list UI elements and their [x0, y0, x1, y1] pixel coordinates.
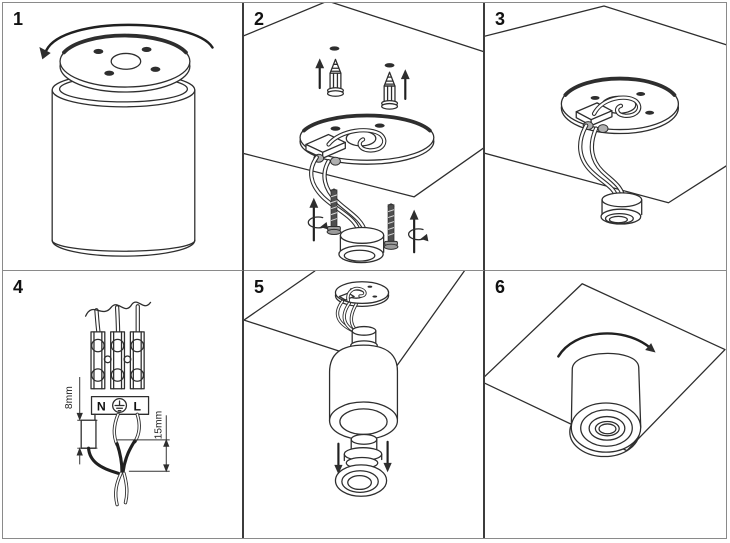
step-2-illustration [244, 3, 483, 264]
mounting-screw-right [383, 203, 399, 250]
step-number-1: 1 [13, 9, 24, 29]
mounting-plate [334, 281, 390, 307]
neutral-label: N [97, 399, 106, 413]
earth-ground-icon [112, 397, 128, 413]
dimension-15mm: 15mm [153, 411, 164, 440]
strip-length-dimension-15mm: 15mm [117, 411, 170, 473]
step-4-illustration: N L 8mm [64, 301, 170, 507]
step-1-illustration [39, 23, 214, 257]
terminal-strips [90, 331, 145, 390]
step-number-2: 2 [254, 9, 265, 29]
anchor-insert-up-arrow-icon [400, 69, 410, 101]
step-3-illustration [485, 5, 726, 225]
ceiling-panel [244, 271, 465, 370]
step-panel-2: 2 [244, 3, 485, 271]
bulb-insert-down-arrow-icon [334, 442, 343, 475]
wire-loop [591, 95, 642, 118]
wire-loop [326, 128, 387, 153]
live-label: L [133, 399, 141, 413]
bulb-assembly [334, 433, 388, 497]
ceiling-panel [244, 3, 483, 198]
step-number-5: 5 [254, 277, 265, 297]
fixture-body [51, 72, 196, 257]
bulb-insert-down-arrow-icon [383, 440, 392, 473]
fixture-body [569, 352, 642, 458]
step-panel-1: 1 [3, 3, 244, 271]
step-panel-4: 4 [3, 271, 244, 538]
wall-anchor-right [381, 71, 399, 110]
incoming-wires [84, 301, 152, 335]
step-5-illustration [244, 271, 465, 497]
step-number-4: 4 [13, 277, 24, 297]
fixture-body [328, 325, 399, 440]
screw-tighten-icon [408, 209, 429, 254]
mounting-screw-left [326, 188, 342, 235]
supply-wires [578, 123, 627, 203]
dimension-8mm: 8mm [64, 386, 75, 409]
terminal-label-box: N L [90, 396, 150, 415]
drill-holes [329, 46, 395, 68]
terminal-block [305, 133, 346, 166]
trim-ring [338, 226, 385, 264]
rotate-counterclockwise-arrow-icon [39, 23, 214, 60]
step-number-6: 6 [495, 277, 506, 297]
mounting-plate [59, 33, 191, 93]
step-panel-6: 6 [485, 271, 726, 538]
wall-anchor-left [326, 58, 344, 97]
screw-tighten-icon [307, 197, 329, 242]
wire-ends [80, 412, 141, 507]
rotate-clockwise-arrow-icon [557, 332, 656, 358]
anchor-insert-up-arrow-icon [315, 58, 325, 90]
step-panel-5: 5 [244, 271, 485, 538]
step-6-illustration [485, 283, 726, 458]
step-number-3: 3 [495, 9, 506, 29]
trim-ring [600, 192, 643, 225]
step-panel-3: 3 [485, 3, 726, 271]
